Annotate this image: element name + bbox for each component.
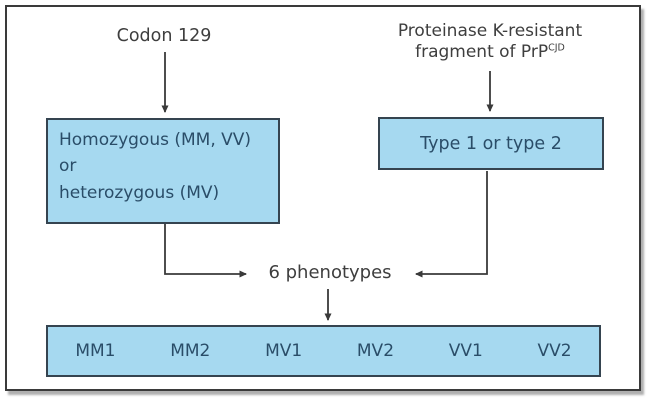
phenotype-vv1: VV1 <box>448 341 483 361</box>
proteinase-label: Proteinase K-resistant fragment of PrPCJ… <box>352 21 628 62</box>
genotype-box: Homozygous (MM, VV) or heterozygous (MV) <box>46 118 280 224</box>
genotype-line3: heterozygous (MV) <box>59 182 220 203</box>
phenotype-mv1: MV1 <box>265 341 303 361</box>
six-phenotypes-label: 6 phenotypes <box>268 262 392 283</box>
genotype-line2: or <box>59 156 77 177</box>
proteinase-label-line1: Proteinase K-resistant <box>397 21 583 41</box>
type-box: Type 1 or type 2 <box>378 117 604 170</box>
phenotype-mm2: MM2 <box>170 341 211 361</box>
phenotype-mv2: MV2 <box>356 341 395 361</box>
prp-superscript: CJD <box>548 42 565 54</box>
phenotype-mm1: MM1 <box>75 341 116 361</box>
genotype-line1: Homozygous (MM, VV) <box>59 130 252 150</box>
phenotype-vv2: VV2 <box>537 341 572 361</box>
codon-129-label: Codon 129 <box>116 26 212 46</box>
proteinase-label-line2: fragment of PrP <box>415 41 549 62</box>
phenotype-list-box: MM1 MM2 MV1 MV2 VV1 VV2 <box>46 325 601 377</box>
